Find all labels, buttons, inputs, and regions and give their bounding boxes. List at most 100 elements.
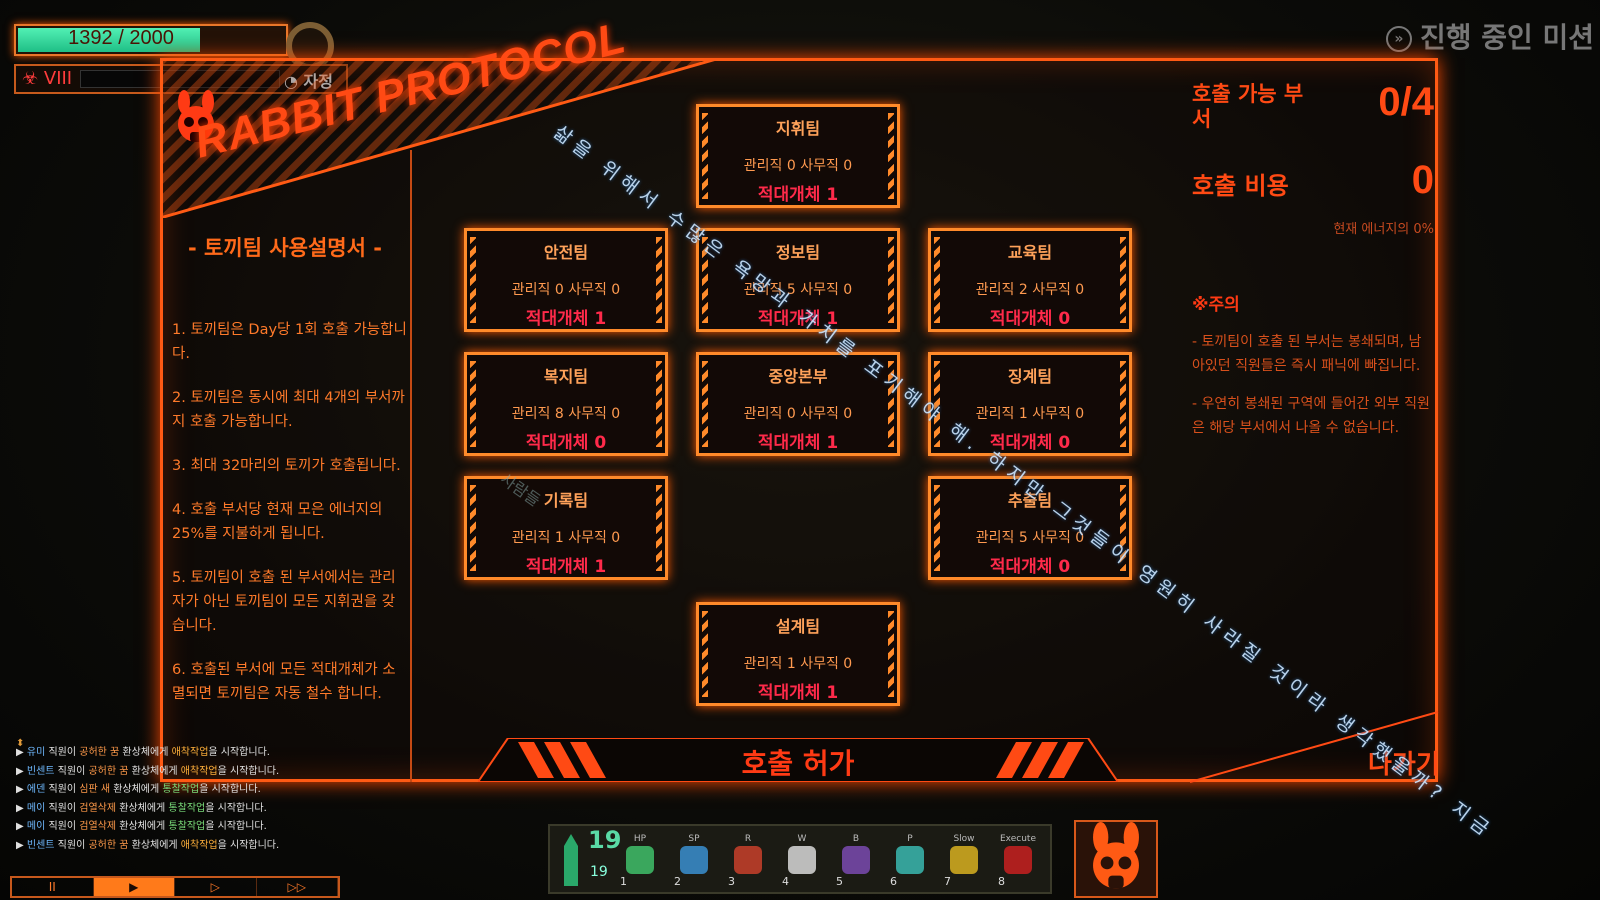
dept-card-safety[interactable]: 안전팀 관리직 0 사무직 0 적대개체 1 (464, 228, 668, 332)
dept-staff: 관리직 5 사무직 0 (743, 282, 853, 298)
energy-bar: 1392 / 2000 (14, 24, 288, 56)
log-entry: ▶ 빈센트 직원이 공허한 꿈 환상체에게 애착작업을 시작합니다. (16, 765, 280, 777)
chevron-right-icon: » (1385, 26, 1412, 52)
log-entry: ▶ 메이 직원이 검열삭제 환상체에게 통찰작업을 시작합니다. (16, 802, 267, 814)
slot-hotkey: 3 (728, 875, 735, 888)
level-text: ☣ VIII (22, 68, 72, 89)
bullet-count: 19 (588, 826, 622, 854)
exit-button[interactable]: 나가기 (1368, 750, 1440, 780)
call-label: 호출 허가 (741, 747, 855, 780)
dept-enemy: 적대개체 1 (757, 309, 839, 329)
dept-card-welfare[interactable]: 복지팀 관리직 8 사무직 0 적대개체 0 (464, 352, 668, 456)
slot-hotkey: 7 (944, 875, 951, 888)
dept-enemy: 적대개체 1 (525, 557, 607, 577)
heal-sp-icon (680, 846, 708, 874)
dept-card-information[interactable]: 정보팀 관리직 5 사무직 0 적대개체 1 (696, 228, 900, 332)
dept-name: 지휘팀 (775, 119, 821, 138)
shield-black-icon (842, 846, 870, 874)
dept-enemy: 적대개체 1 (757, 185, 839, 205)
biohazard-icon: ☣ (22, 68, 39, 89)
rabbit-protocol-button[interactable] (1074, 820, 1158, 898)
bullet-slot-slow[interactable]: Slow 7 (942, 832, 986, 890)
rule-1: 1. 토끼팀은 Day당 1회 호출 가능합니다. (172, 322, 407, 362)
dept-name: 중앙본부 (768, 367, 828, 386)
dept-enemy: 적대개체 0 (989, 433, 1071, 453)
shield-pale-icon (896, 846, 924, 874)
callable-label: 호출 가능 부서 (1192, 82, 1304, 131)
slot-hotkey: 1 (620, 875, 627, 888)
slot-hotkey: 6 (890, 875, 897, 888)
shield-red-icon (734, 846, 762, 874)
dept-staff: 관리직 5 사무직 0 (975, 530, 1085, 546)
caution-text: - 토끼팀이 호출 된 부서는 봉쇄되며, 남아있던 직원들은 즉시 패닉에 빠… (1192, 330, 1432, 454)
manual-column (160, 150, 412, 782)
play-button[interactable]: ▶ (93, 878, 175, 896)
dept-enemy: 적대개체 1 (525, 309, 607, 329)
dept-staff: 관리직 1 사무직 0 (511, 530, 621, 546)
exit-frame (1190, 711, 1439, 783)
caution-line-1: - 토끼팀이 호출 된 부서는 봉쇄되며, 남아있던 직원들은 즉시 패닉에 빠… (1192, 334, 1422, 374)
dept-enemy: 적대개체 0 (989, 557, 1071, 577)
dept-card-extraction[interactable]: 추출팀 관리직 5 사무직 0 적대개체 0 (928, 476, 1132, 580)
rule-4: 4. 호출 부서당 현재 모은 에너지의 25%를 지불하게 됩니다. (172, 502, 383, 542)
mission-indicator[interactable]: »진행 중인 미션 (1385, 16, 1594, 56)
rule-2: 2. 토끼팀은 동시에 최대 4개의 부서까지 호출 가능합니다. (172, 390, 405, 430)
dept-card-disciplinary[interactable]: 징계팀 관리직 1 사무직 0 적대개체 0 (928, 352, 1132, 456)
slot-label: SP (688, 834, 700, 844)
slot-label: Slow (953, 834, 975, 844)
caution-line-2: - 우연히 봉쇄된 구역에 들어간 외부 직원은 해당 부서에서 나올 수 없습… (1192, 396, 1430, 436)
dept-staff: 관리직 1 사무직 0 (743, 656, 853, 672)
rule-6: 6. 호출된 부서에 모든 적대개체가 소멸되면 토끼팀은 자동 철수 합니다. (172, 662, 396, 702)
fast-button[interactable]: ▷ (175, 878, 257, 896)
faster-button[interactable]: ▷▷ (257, 878, 338, 896)
manual-rules: 1. 토끼팀은 Day당 1회 호출 가능합니다. 2. 토끼팀은 동시에 최대… (172, 318, 407, 726)
log-entry: ▶ 에덴 직원이 심판 새 환상체에게 통찰작업을 시작합니다. (16, 784, 261, 795)
slot-hotkey: 2 (674, 875, 681, 888)
bullet-max: 19 (590, 864, 608, 880)
slot-hotkey: 8 (998, 875, 1005, 888)
dept-staff: 관리직 1 사무직 0 (975, 406, 1085, 422)
log-scroll-icon[interactable]: ⬍ (16, 738, 25, 749)
bullet-slot-hp[interactable]: HP 1 (618, 832, 662, 890)
energy-percent: 현재 에너지의 0% (1333, 222, 1434, 237)
bullet-slot-sp[interactable]: SP 2 (672, 832, 716, 890)
slot-label: B (852, 834, 860, 844)
dept-card-record[interactable]: 기록팀 관리직 1 사무직 0 적대개체 1 (464, 476, 668, 580)
dept-card-command[interactable]: 지휘팀 관리직 0 사무직 0 적대개체 1 (696, 104, 900, 208)
slot-label: HP (633, 834, 647, 844)
dept-name: 기록팀 (543, 491, 589, 510)
dept-enemy: 적대개체 1 (757, 683, 839, 703)
energy-bar-fill (18, 28, 200, 52)
pause-button[interactable]: II (12, 878, 94, 896)
slot-label: P (907, 834, 913, 844)
call-approve-button[interactable]: 호출 허가 (478, 738, 1118, 782)
log-entry: ▶ 유미 직원이 공허한 꿈 환상체에게 애착작업을 시작합니다. (16, 747, 270, 758)
dept-name: 징계팀 (1007, 367, 1053, 386)
dept-card-training[interactable]: 교육팀 관리직 2 사무직 0 적대개체 0 (928, 228, 1132, 332)
dept-enemy: 적대개체 0 (525, 433, 607, 453)
caution-title: ※주의 (1192, 295, 1240, 315)
dept-name: 복지팀 (543, 367, 589, 386)
rabbit-gasmask-icon (1093, 822, 1139, 889)
dept-card-architecture[interactable]: 설계팀 관리직 1 사무직 0 적대개체 1 (696, 602, 900, 706)
log-entry: ▶ 빈센트 직원이 공허한 꿈 환상체에게 애착작업을 시작합니다. (16, 839, 280, 851)
dept-staff: 관리직 8 사무직 0 (511, 406, 621, 422)
rule-5: 5. 토끼팀이 호출 된 부서에서는 관리자가 아닌 토끼팀이 모든 지휘권을 … (172, 570, 396, 634)
bullet-icon (564, 834, 578, 886)
level-value: VIII (43, 68, 73, 89)
event-log: ▶ 유미 직원이 공허한 꿈 환상체에게 애착작업을 시작합니다. ▶ 빈센트 … (16, 744, 356, 855)
manual-title: - 토끼팀 사용설명서 - (188, 236, 382, 260)
slot-hotkey: 4 (782, 875, 789, 888)
dept-card-central[interactable]: 중앙본부 관리직 0 사무직 0 적대개체 1 (696, 352, 900, 456)
dept-staff: 관리직 0 사무직 0 (743, 158, 853, 174)
execute-icon (1004, 846, 1032, 874)
cost-value: 0 (1411, 158, 1434, 202)
dept-enemy: 적대개체 0 (989, 309, 1071, 329)
dept-name: 정보팀 (775, 243, 821, 262)
